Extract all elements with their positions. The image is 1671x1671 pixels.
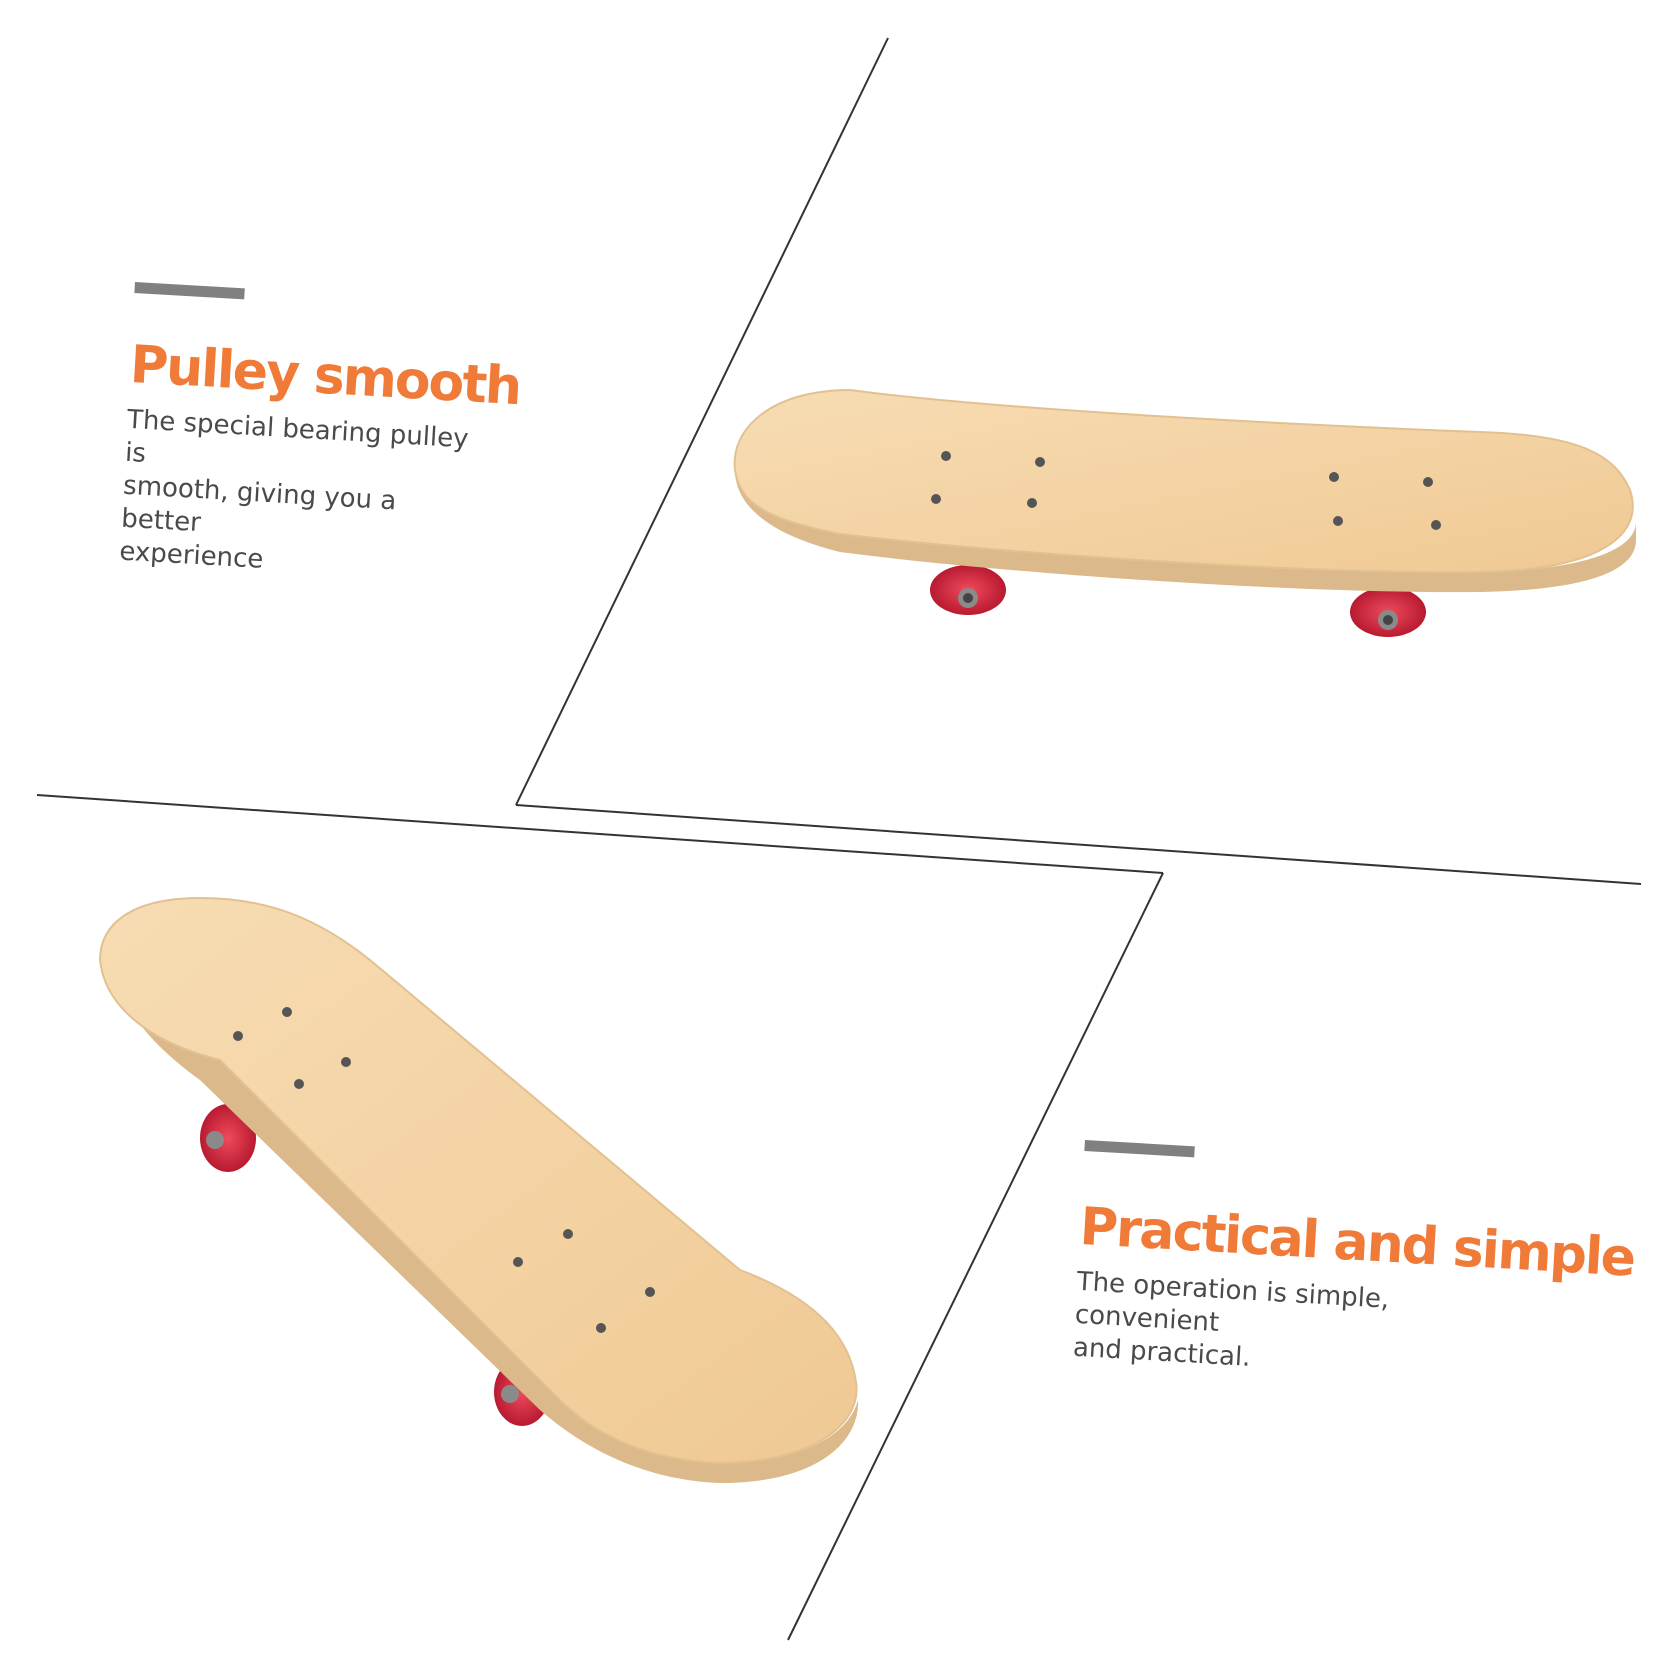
- skateboard-bolts: [931, 451, 1441, 530]
- skateboard-wheel: [930, 565, 1006, 615]
- feature-pulley-smooth: Pulley smooth The special bearing pulley…: [118, 282, 522, 589]
- frame-line-middle: [36, 794, 1164, 874]
- skateboard-side-view: [733, 388, 1636, 637]
- skateboard-deck-edge: [735, 470, 1636, 593]
- skateboard-deck: [98, 896, 858, 1465]
- skateboard-top-view: [98, 896, 859, 1483]
- feature-title: Pulley smooth: [128, 334, 522, 418]
- skateboard-bolts: [233, 1007, 655, 1333]
- skateboard-deck: [733, 388, 1634, 574]
- frame-line-top-diagonal: [515, 37, 889, 806]
- feature-description-line: smooth, giving you a better: [120, 470, 398, 539]
- feature-description-line: experience: [118, 536, 265, 576]
- frame-lines: [36, 37, 1642, 1641]
- feature-description-line: The operation is simple, convenient: [1074, 1266, 1391, 1339]
- feature-practical-simple: Practical and simple The operation is si…: [1072, 1140, 1636, 1391]
- feature-description: The special bearing pulley is smooth, gi…: [118, 404, 487, 589]
- frame-line-top-bottom: [515, 804, 1642, 885]
- skateboard-wheel: [200, 1104, 256, 1172]
- feature-description-line: The special bearing pulley is: [124, 404, 470, 470]
- skateboard-wheel: [1350, 587, 1426, 637]
- frame-line-bottom-diagonal: [787, 872, 1164, 1641]
